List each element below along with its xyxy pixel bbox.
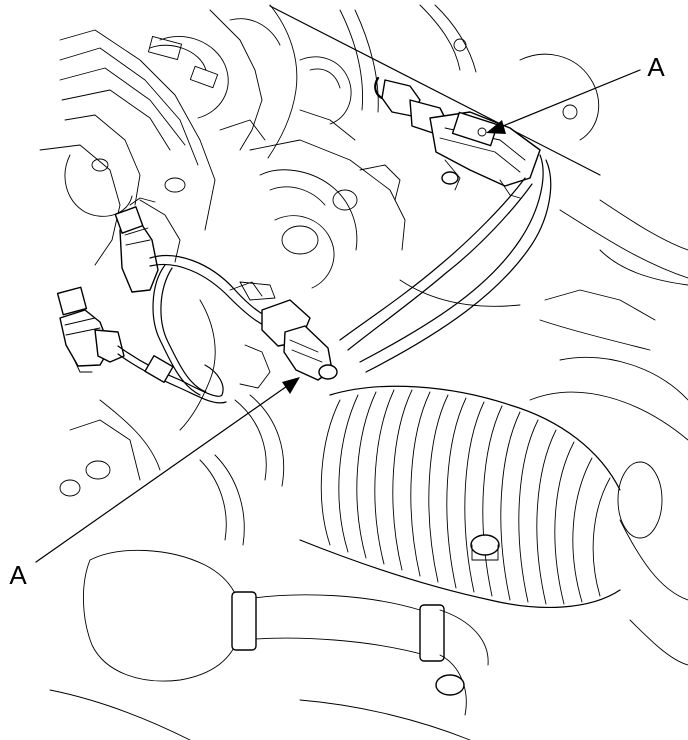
callout-leaders	[35, 69, 641, 563]
callout-label-top: A	[647, 52, 665, 82]
lower-connector-assembly	[229, 281, 338, 389]
upper-arrowhead	[486, 120, 506, 134]
right-engine-details	[399, 249, 688, 666]
injector-harness	[117, 254, 281, 404]
upper-hoses	[269, 4, 688, 279]
wire-harness	[339, 154, 552, 373]
upper-leader-line	[497, 69, 641, 129]
intake-manifold	[39, 4, 298, 266]
intake-duct	[299, 356, 688, 609]
engine-center	[59, 109, 406, 497]
callout-label-bottom: A	[9, 560, 27, 590]
upper-connector-assembly	[374, 76, 541, 199]
lower-arrowhead	[282, 377, 300, 394]
fuel-injectors	[56, 197, 159, 373]
lower-leader-line	[35, 383, 291, 563]
lower-hoses	[49, 394, 489, 740]
